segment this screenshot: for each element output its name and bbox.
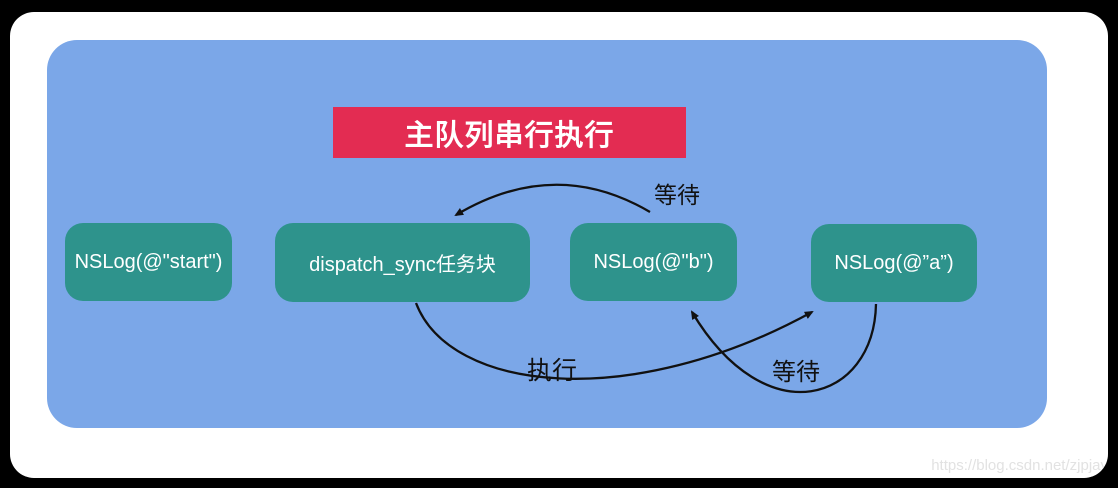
node-nslog-b-label: NSLog(@"b") [593, 250, 714, 273]
diagram-title-label: 主队列串行执行 [404, 119, 615, 152]
watermark-url: https://blog.csdn.net/zjpjay [931, 457, 1108, 474]
node-nslog-a-label: NSLog(@”a”) [834, 251, 954, 274]
node-nslog-start: NSLog(@"start") [65, 223, 232, 301]
node-nslog-b: NSLog(@"b") [570, 223, 737, 301]
arrow-label-execute: 执行 [527, 358, 578, 385]
node-dispatch-sync-block: dispatch_sync任务块 [275, 223, 530, 302]
arrow-label-wait-bottom: 等待 [772, 360, 820, 386]
node-nslog-a: NSLog(@”a”) [811, 224, 977, 302]
node-dispatch-sync-block-label: dispatch_sync任务块 [309, 254, 496, 276]
arrow-label-wait-top: 等待 [654, 183, 700, 208]
node-nslog-start-label: NSLog(@"start") [74, 250, 223, 273]
diagram-title: 主队列串行执行 [333, 107, 686, 158]
